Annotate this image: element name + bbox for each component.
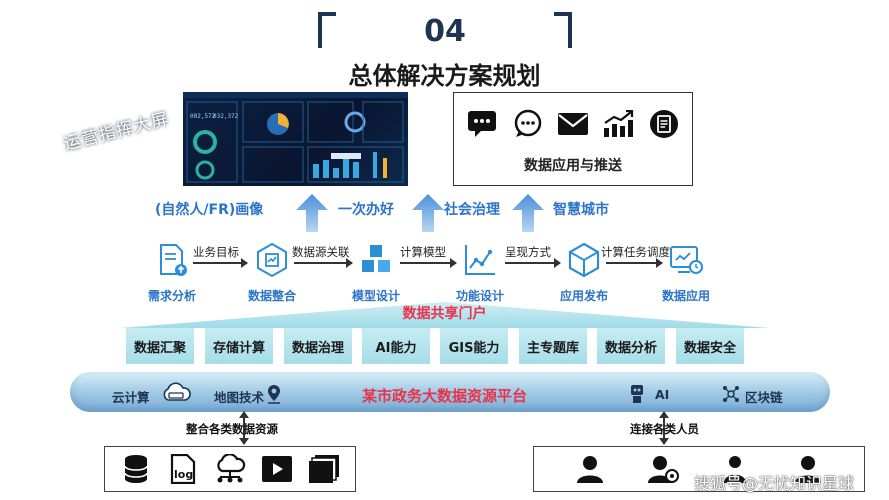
page-title: 总体解决方案规划: [348, 62, 541, 90]
capability-data-aggregation: 数据汇聚: [126, 328, 194, 364]
capability-data-governance: 数据治理: [284, 328, 352, 364]
dashboard-screenshot: 002,572 032,372: [183, 92, 408, 186]
data-integration-icon: [254, 242, 290, 278]
flow-step-model: 模型设计: [351, 289, 400, 303]
section-number-frame: 04: [318, 12, 572, 52]
flow-connector-label-3: 计算模型: [400, 245, 446, 259]
platform-map-label: 地图技术: [214, 390, 265, 405]
capability-ai: AI能力: [362, 328, 430, 364]
cubes-model-icon: [358, 242, 394, 278]
platform-title: 某市政务大数据资源平台: [361, 387, 527, 405]
capability-storage-compute: 存储计算: [205, 328, 273, 364]
cloud-network-icon: [214, 453, 246, 485]
flow-step-requirement: 需求分析: [147, 289, 196, 303]
mail-icon: [556, 109, 590, 139]
up-arrow-center: [412, 194, 444, 232]
output-label-one-stop: 一次办好: [338, 202, 394, 218]
up-arrow-right: [512, 194, 544, 232]
output-label-governance: 社会治理: [444, 202, 500, 218]
flow-connector-label-1: 业务目标: [193, 245, 239, 259]
dashboard-mini-value-1: 002,572: [190, 113, 216, 120]
person-tie-icon: [719, 453, 751, 485]
portal-roof: [120, 302, 770, 328]
monitor-clock-icon: [668, 242, 704, 278]
note-icon: [647, 109, 681, 139]
comment-icon: [511, 109, 545, 139]
flow-step-function: 功能设计: [455, 289, 504, 303]
cloud-server-icon: [163, 382, 191, 401]
trend-chart-icon: [601, 109, 635, 139]
flow-connector-label-5: 计算任务调度: [601, 245, 670, 259]
platform-cloud-label: 云计算: [112, 390, 150, 405]
resource-double-arrow: [239, 411, 249, 445]
robot-ai-icon: [631, 385, 643, 403]
blockchain-icon: [723, 386, 739, 402]
data-apps-box: 数据应用与推送: [453, 92, 693, 186]
flow-connector-arrow-4: [505, 258, 561, 268]
person-icon: [574, 453, 606, 485]
dashboard-overlay-label: 运营指挥大屏: [61, 109, 172, 155]
flow-step-publish: 应用发布: [559, 289, 608, 303]
database-icon: [120, 453, 152, 485]
output-label-smart-city: 智慧城市: [553, 202, 609, 218]
flow-step-integration: 数据整合: [247, 289, 296, 303]
resource-section-label: 整合各类数据资源: [186, 422, 278, 436]
video-play-icon: [261, 453, 293, 485]
capability-data-security: 数据安全: [676, 328, 744, 364]
doc-upload-icon: [154, 242, 190, 278]
flow-step-application: 数据应用: [661, 289, 710, 303]
svg-text:log: log: [174, 468, 193, 481]
up-arrow-left: [296, 194, 328, 232]
section-number: 04: [424, 14, 466, 49]
capability-data-analysis: 数据分析: [597, 328, 665, 364]
platform-blockchain-label: 区块链: [745, 390, 783, 405]
people-section-label: 连接各类人员: [630, 422, 699, 436]
flow-connector-label-2: 数据源关联: [292, 245, 350, 259]
capability-theme-library: 主专题库: [519, 328, 587, 364]
resource-box: log: [104, 446, 356, 492]
data-apps-label: 数据应用与推送: [524, 158, 622, 174]
flow-connector-arrow-3: [400, 258, 457, 268]
people-double-arrow: [659, 411, 669, 445]
dashboard-mini-value-2: 032,372: [213, 113, 239, 120]
capability-gis: GIS能力: [440, 328, 508, 364]
flow-connector-arrow-1: [193, 258, 248, 268]
documents-stack-icon: [308, 453, 340, 485]
watermark: 搜狐号@无忧知识星球: [694, 474, 855, 493]
person-icon: [792, 453, 824, 485]
log-file-icon: log: [167, 453, 199, 485]
platform-ai-label: AI: [655, 387, 670, 402]
output-label-portrait: (自然人/FR)画像: [155, 202, 264, 218]
people-box: [533, 446, 865, 492]
cube-publish-icon: [566, 242, 602, 278]
chat-bubble-icon: [465, 109, 499, 139]
portal-label: 数据共享门户: [402, 306, 487, 322]
flow-connector-label-4: 呈现方式: [505, 245, 551, 259]
dashboard-graphic: 002,572 032,372: [183, 92, 408, 183]
line-chart-design-icon: [462, 242, 498, 278]
map-pin-icon: [268, 385, 280, 404]
platform-band: [70, 372, 830, 412]
flow-connector-arrow-2: [294, 258, 353, 268]
flow-connector-arrow-5: [606, 258, 663, 268]
person-settings-icon: [647, 453, 679, 485]
